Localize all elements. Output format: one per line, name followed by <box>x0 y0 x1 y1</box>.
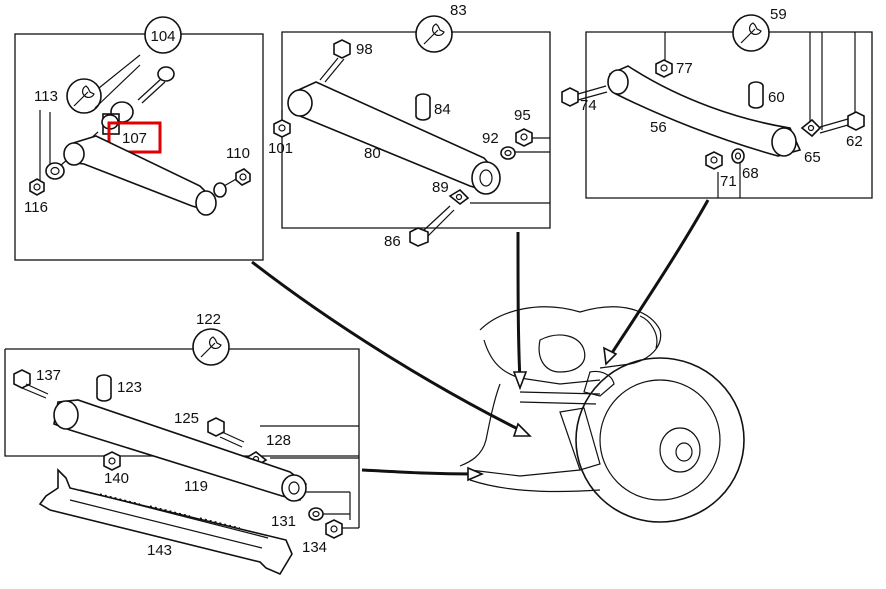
part-label-89: 89 <box>432 179 449 196</box>
part-label-80: 80 <box>364 145 381 162</box>
wrench-icon[interactable] <box>66 78 102 114</box>
part-label-92: 92 <box>482 130 499 147</box>
part-label-101: 101 <box>268 140 293 157</box>
group-59-number: 59 <box>770 6 787 23</box>
part-label-77: 77 <box>676 60 693 77</box>
part-label-84: 84 <box>434 101 451 118</box>
wrench-glyph <box>200 336 222 358</box>
part-label-98: 98 <box>356 41 373 58</box>
arrowhead <box>603 346 618 366</box>
washer-part[interactable] <box>800 118 822 138</box>
control-arm-part[interactable] <box>607 65 802 157</box>
group-59: 59 77 60 74 56 6 <box>561 6 873 199</box>
leader-line <box>94 64 141 109</box>
group-59-frame <box>585 31 873 199</box>
nut-part[interactable] <box>29 178 45 196</box>
nut-part[interactable] <box>103 451 121 471</box>
washer-part[interactable] <box>448 188 470 206</box>
arrow-group-104 <box>251 260 521 432</box>
bolt-part[interactable] <box>319 39 351 83</box>
control-arm-part[interactable] <box>53 399 307 502</box>
group-83: 83 98 84 80 95 <box>268 2 551 250</box>
group-122: 122 137 123 125 128 <box>4 311 360 576</box>
nut-part[interactable] <box>273 119 291 138</box>
bolt-part[interactable] <box>819 111 865 134</box>
washer-part[interactable] <box>45 162 65 180</box>
group-122-number: 122 <box>196 311 221 328</box>
bushing-part[interactable] <box>96 374 112 402</box>
bushing-part[interactable] <box>748 81 764 109</box>
washer-part[interactable] <box>500 146 516 160</box>
arrowhead <box>512 371 528 391</box>
leader-line <box>98 54 141 89</box>
part-label-68: 68 <box>742 165 759 182</box>
part-label-86: 86 <box>384 233 401 250</box>
part-label-143: 143 <box>147 542 172 559</box>
nut-part[interactable] <box>235 168 251 186</box>
part-label-134: 134 <box>302 539 327 556</box>
group-104-number: 104 <box>150 28 175 45</box>
part-label-74: 74 <box>580 97 597 114</box>
group-104-badge[interactable] <box>144 16 182 54</box>
part-label-110: 110 <box>226 145 250 162</box>
arrow-group-59 <box>608 199 710 357</box>
protective-strip-part[interactable] <box>38 468 293 576</box>
pointer-arrows <box>251 199 710 482</box>
group-83-number: 83 <box>450 2 467 19</box>
nut-part[interactable] <box>705 151 723 170</box>
nut-part[interactable] <box>325 519 343 539</box>
brake-disc <box>575 357 745 523</box>
part-label-128: 128 <box>266 432 291 449</box>
part-label-140: 140 <box>104 470 129 487</box>
part-label-116: 116 <box>24 199 48 216</box>
arrow-group-83 <box>516 231 522 381</box>
part-label-123: 123 <box>117 379 142 396</box>
control-arm-part[interactable] <box>63 135 239 216</box>
part-label-107: 107 <box>122 130 147 147</box>
arrowhead <box>512 422 532 437</box>
bolt-part[interactable] <box>409 205 455 247</box>
part-label-62: 62 <box>846 133 863 150</box>
bolt-part[interactable] <box>137 66 175 104</box>
part-label-137: 137 <box>36 367 61 384</box>
nut-part[interactable] <box>515 128 533 147</box>
part-label-71: 71 <box>720 173 737 190</box>
arrowhead <box>467 466 485 482</box>
bushing-part[interactable] <box>415 93 431 121</box>
group-104: 104 113 107 <box>14 16 264 261</box>
part-label-56: 56 <box>650 119 667 136</box>
wrench-glyph <box>740 22 762 44</box>
part-label-131: 131 <box>271 513 296 530</box>
bolt-part[interactable] <box>13 369 49 399</box>
part-label-65: 65 <box>804 149 821 166</box>
control-arm-part[interactable] <box>287 81 501 195</box>
part-label-113: 113 <box>34 88 58 105</box>
part-label-119: 119 <box>184 478 208 495</box>
washer-part[interactable] <box>731 148 745 164</box>
highlight-box-107[interactable] <box>107 121 162 154</box>
part-label-60: 60 <box>768 89 785 106</box>
axle-assembly-illustration <box>459 306 745 523</box>
group-104-frame <box>14 33 264 261</box>
arrow-group-122 <box>361 468 475 476</box>
part-label-95: 95 <box>514 107 531 124</box>
washer-part[interactable] <box>308 507 324 521</box>
bolt-part[interactable] <box>561 85 608 107</box>
group-83-frame <box>281 31 551 229</box>
wrench-glyph <box>423 23 445 45</box>
part-label-125: 125 <box>174 410 199 427</box>
nut-part[interactable] <box>655 59 673 78</box>
bolt-part[interactable] <box>207 417 245 448</box>
